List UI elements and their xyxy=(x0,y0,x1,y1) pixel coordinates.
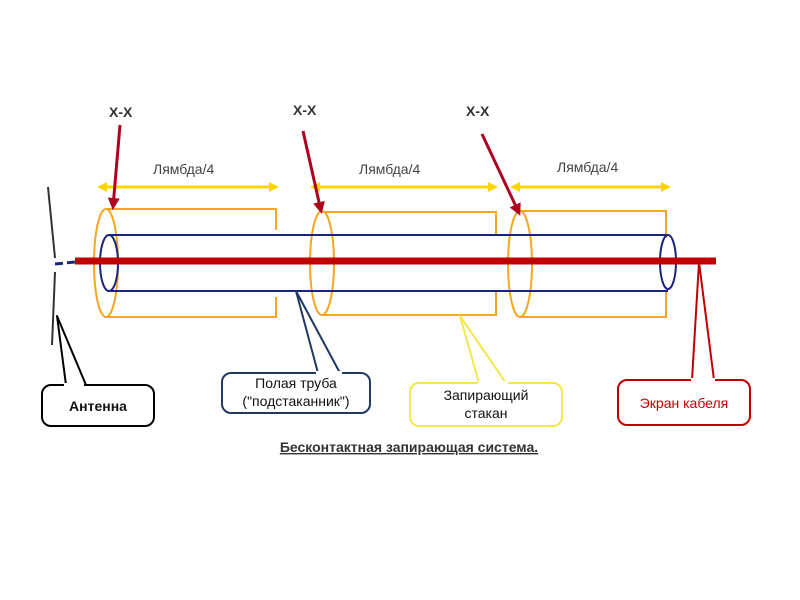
callout-antenna: Антенна xyxy=(41,315,155,427)
xx-arrow-2 xyxy=(301,130,325,214)
antenna-symbol xyxy=(47,186,76,346)
callout-cable-screen: Экран кабеля xyxy=(617,261,751,426)
xx-label-1: X-X xyxy=(109,104,133,120)
xx-label-2: X-X xyxy=(293,102,317,118)
callout-cable-screen-label: Экран кабеля xyxy=(640,395,729,411)
callout-hollow-tube: Полая труба ("подстаканник") xyxy=(221,290,371,414)
lambda-label-1: Лямбда/4 xyxy=(153,161,214,177)
xx-arrow-1 xyxy=(107,124,122,210)
lambda-label-3: Лямбда/4 xyxy=(557,159,618,175)
lambda-label-2: Лямбда/4 xyxy=(359,161,420,177)
diagram-caption: Бесконтактная запирающая система. xyxy=(280,439,538,455)
callout-blocking-cup: Запирающий стакан xyxy=(409,315,563,427)
xx-label-3: X-X xyxy=(466,103,490,119)
callout-antenna-label: Антенна xyxy=(69,398,127,414)
callout-hollow-tube-line1: Полая труба xyxy=(255,375,337,391)
callout-blocking-cup-line2: стакан xyxy=(465,405,508,421)
callout-hollow-tube-line2: ("подстаканник") xyxy=(242,393,349,409)
xx-arrow-3 xyxy=(480,133,521,216)
callout-blocking-cup-line1: Запирающий xyxy=(444,387,529,403)
